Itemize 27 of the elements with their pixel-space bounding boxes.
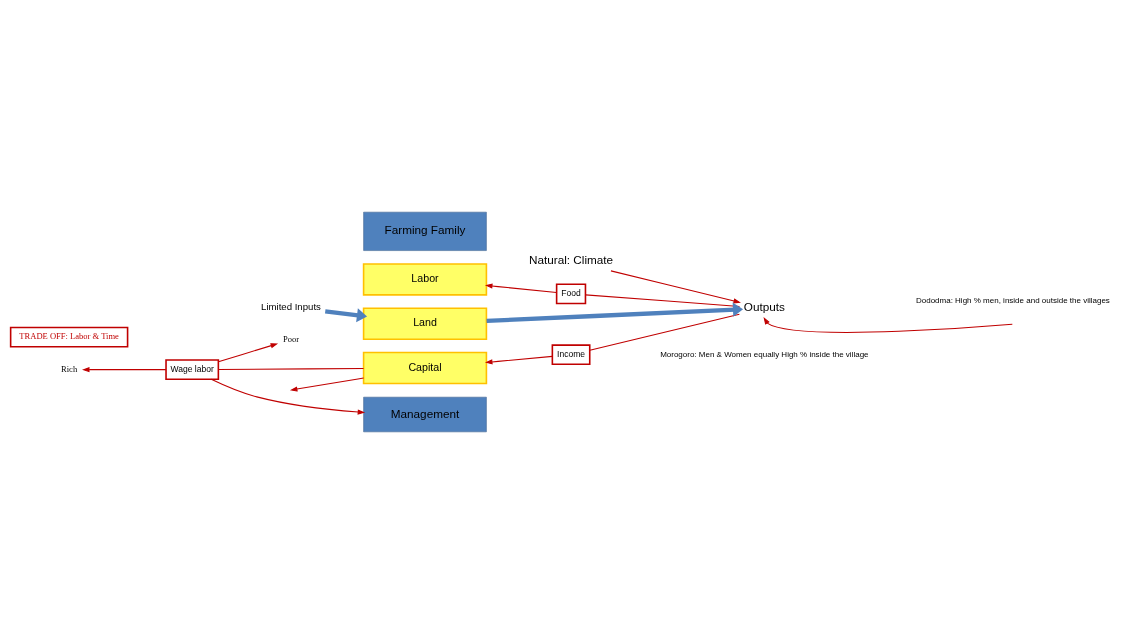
node-box: Capital [362, 351, 488, 384]
node-box: Labor [362, 262, 488, 296]
arrow [485, 355, 553, 364]
connector [217, 367, 365, 370]
node-text: Rich [61, 363, 78, 374]
connector [585, 293, 740, 307]
arrow [763, 316, 1013, 333]
arrow [217, 342, 279, 362]
connector [589, 313, 740, 351]
node-text: Natural: Climate [528, 252, 614, 266]
node-box: Management [363, 396, 487, 432]
node-text: Outputs [743, 299, 785, 313]
arrow [610, 269, 741, 303]
node-box: Land [362, 306, 488, 340]
node-box: Income [551, 343, 591, 365]
arrow [486, 302, 744, 323]
node-text: Limited Inputs [261, 300, 321, 312]
arrow [82, 366, 167, 372]
node-box: Food [555, 282, 587, 304]
node-box: TRADE OFF: Labor & Time [9, 326, 129, 347]
node-text: Poor [282, 333, 300, 344]
arrow [324, 307, 368, 322]
arrow [289, 377, 365, 392]
node-box: Wage labor [165, 358, 220, 380]
node-box: Farming Family [363, 211, 487, 251]
arrow [210, 378, 366, 415]
arrow [485, 282, 558, 293]
